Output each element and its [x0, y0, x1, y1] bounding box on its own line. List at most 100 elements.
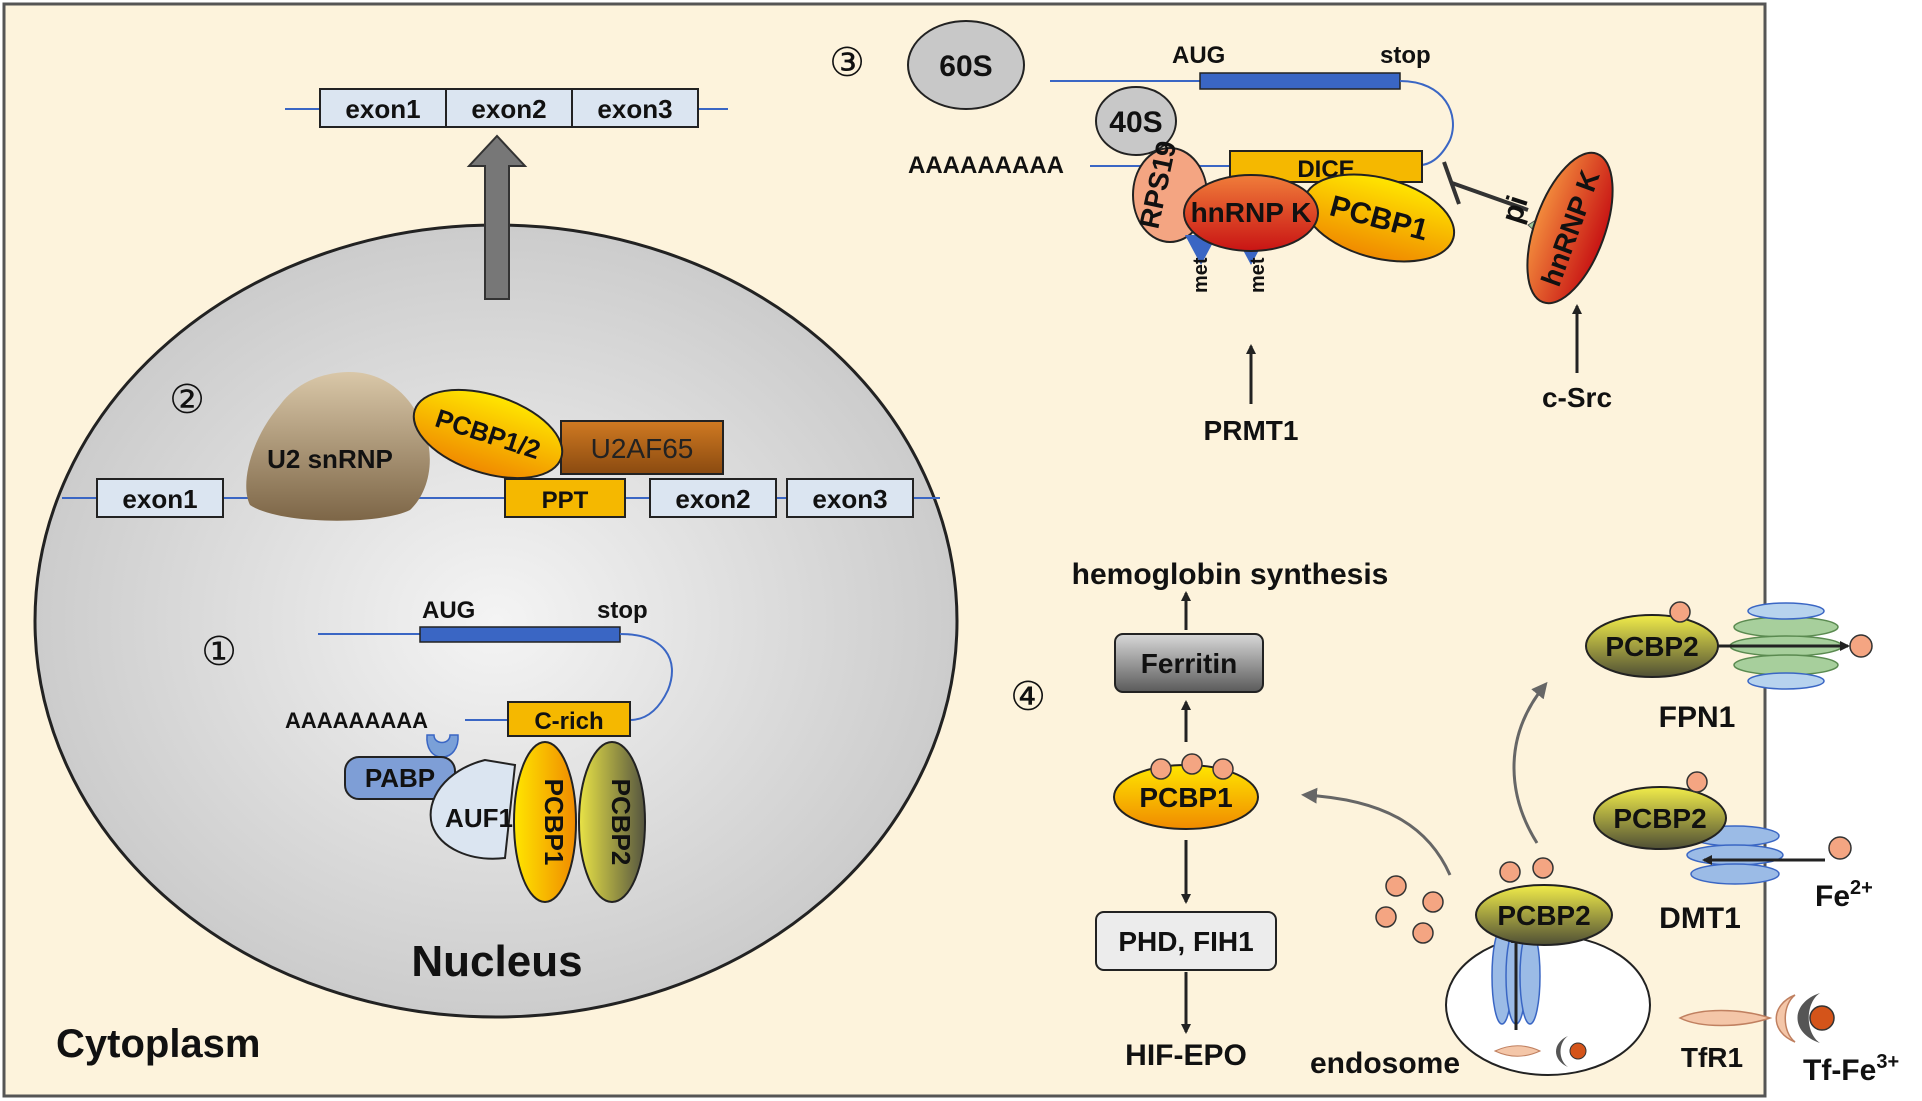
pcbp2-dmt1-label: PCBP2 — [1613, 803, 1706, 834]
u2-snrnp — [246, 372, 430, 521]
cds-bar-2 — [1199, 72, 1401, 90]
ferritin-label: Ferritin — [1141, 648, 1237, 679]
fpn1-label: FPN1 — [1659, 701, 1736, 734]
iron-ion — [1669, 601, 1691, 623]
iron-ion — [1686, 771, 1708, 793]
iron-ion — [1809, 1005, 1835, 1031]
c-rich-box — [507, 701, 631, 737]
hnrnpk-free — [1526, 151, 1614, 305]
nucleus — [33, 223, 959, 1019]
csrc-label: c-Src — [1542, 382, 1612, 413]
met-label-2: met — [1247, 257, 1269, 293]
ribosome-40s-label: 40S — [1109, 106, 1162, 139]
endosome-label: endosome — [1310, 1047, 1460, 1080]
u2-snrnp-label: U2 snRNP — [267, 444, 393, 474]
pabp-linker — [426, 734, 459, 758]
hif-epo-label: HIF-EPO — [1125, 1039, 1247, 1072]
stop-label-2: stop — [1380, 42, 1431, 69]
stability-module: AUG stop AAAAAAAAA C-rich PABP AUF1 PCBP… — [285, 597, 673, 903]
iron-ion — [1375, 906, 1397, 928]
iron-ion — [1849, 634, 1873, 658]
iron-module: hemoglobin synthesis Ferritin PCBP1 PHD,… — [1072, 558, 1900, 1087]
ppt-label: PPT — [542, 487, 589, 514]
grey-arrow-to-fpn1 — [1512, 681, 1548, 844]
pcbp2-label: PCBP2 — [606, 779, 636, 866]
dmt1-endosome — [1491, 927, 1541, 1030]
c-rich-label: C-rich — [534, 708, 603, 735]
aug-label: AUG — [422, 597, 475, 624]
export-arrow — [466, 134, 528, 300]
aug-label-2: AUG — [1172, 42, 1225, 69]
splicing-module: exon1 U2 snRNP U2AF65 PCBP1/2 PPT exon2 … — [62, 372, 940, 521]
marker-2: ② — [169, 378, 205, 422]
pcbp12 — [412, 388, 564, 480]
exon2-label: exon2 — [471, 94, 546, 124]
tf — [1797, 993, 1820, 1043]
translation-module: 60S AUG stop 40S AAAAAAAAA DICE RPS19 me… — [907, 20, 1614, 446]
u2af65 — [560, 420, 724, 475]
iron-ion — [1532, 857, 1554, 879]
ppt-box — [504, 478, 626, 518]
pcbp1-ellipse — [513, 741, 577, 903]
hnrnpk-bound-label: hnRNP K — [1191, 197, 1312, 228]
tfr1-small — [1493, 1045, 1542, 1057]
pre-exon3-box — [786, 478, 914, 518]
pcbp2-fpn1-label: PCBP2 — [1605, 631, 1698, 662]
exon1-box — [319, 88, 447, 128]
auf1 — [429, 758, 517, 860]
exon3-box — [571, 88, 699, 128]
pre-exon1-label: exon1 — [122, 484, 197, 514]
marker-3: ③ — [829, 41, 865, 85]
phd-fih1-label: PHD, FIH1 — [1118, 926, 1253, 957]
pcbp2-endosome-label: PCBP2 — [1497, 900, 1590, 931]
polya-tail-2: AAAAAAAAA — [908, 152, 1064, 179]
fpn1-transporter — [1729, 602, 1843, 690]
u2af65-label: U2AF65 — [591, 433, 694, 464]
ribosome-60s — [907, 20, 1025, 110]
dmt1-label: DMT1 — [1659, 902, 1741, 935]
iron-ion — [1422, 891, 1444, 913]
tfr1-label: TfR1 — [1681, 1042, 1743, 1073]
tfr1 — [1678, 1009, 1773, 1027]
ferritin — [1114, 633, 1264, 693]
tf-fe3-label: Tf-Fe3+ — [1803, 1051, 1899, 1087]
pcbp1-iron-label: PCBP1 — [1139, 782, 1232, 813]
marker-1: ① — [201, 630, 237, 674]
ribosome-40s — [1095, 86, 1177, 156]
pcbp2-dmt1 — [1593, 786, 1727, 850]
pre-exon3-label: exon3 — [812, 484, 887, 514]
exon2-box — [445, 88, 573, 128]
met-label-1: met — [1190, 257, 1212, 293]
cytoplasm-label: Cytoplasm — [56, 1022, 261, 1066]
iron-ion — [1385, 875, 1407, 897]
tf-cup-outer — [1775, 994, 1796, 1043]
hemoglobin-label: hemoglobin synthesis — [1072, 558, 1389, 591]
exon1-label: exon1 — [345, 94, 420, 124]
hnrnpk-bound — [1183, 174, 1319, 252]
exon3-label: exon3 — [597, 94, 672, 124]
marker-4: ④ — [1010, 675, 1046, 719]
iron-ion — [1499, 861, 1521, 883]
stop-label: stop — [597, 597, 648, 624]
pre-exon2-box — [649, 478, 777, 518]
pcbp2-fpn1 — [1585, 614, 1719, 678]
pre-exon2-label: exon2 — [675, 484, 750, 514]
fe2-label: Fe2+ — [1815, 877, 1873, 913]
pcbp2-ellipse — [578, 741, 646, 903]
grey-arrow-to-pcbp1 — [1301, 787, 1452, 876]
iron-ion — [1569, 1042, 1587, 1060]
auf1-label: AUF1 — [445, 803, 513, 833]
inhibition-line — [1451, 181, 1529, 212]
iron-ion — [1412, 922, 1434, 944]
iron-ion — [1828, 836, 1852, 860]
mature-mrna: exon1 exon2 exon3 — [285, 88, 728, 128]
pcbp2-endosome — [1475, 884, 1613, 946]
pcbp1-label: PCBP1 — [539, 779, 569, 866]
cds-bar — [419, 626, 621, 643]
nucleus-label: Nucleus — [411, 937, 582, 986]
endosome — [1445, 934, 1651, 1076]
tf-small — [1556, 1036, 1568, 1067]
iron-ion — [1150, 758, 1172, 780]
iron-ion — [1212, 758, 1234, 780]
